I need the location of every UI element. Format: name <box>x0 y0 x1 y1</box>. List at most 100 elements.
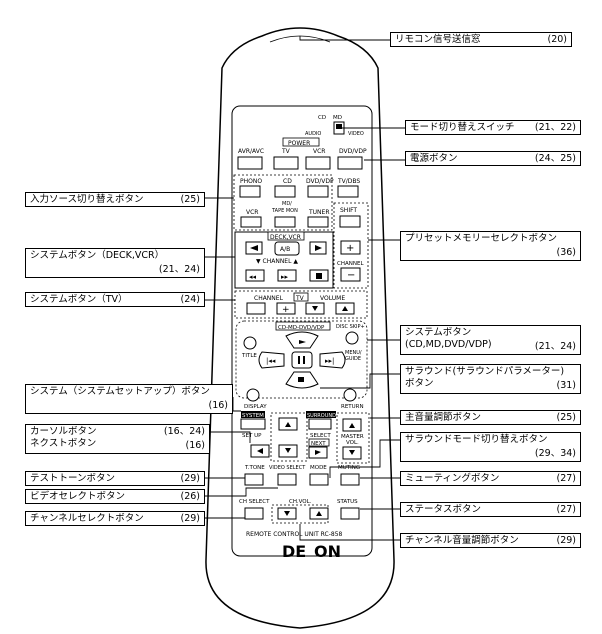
display-button[interactable] <box>246 388 260 402</box>
muting-button[interactable] <box>340 473 360 486</box>
callout-test-tone: テストトーンボタン (29) <box>25 471 205 486</box>
callout-page: (25) <box>180 194 200 205</box>
callout-text: カーソルボタン <box>30 426 97 437</box>
callout-page: (16、24) <box>163 426 205 437</box>
power-vcr-button[interactable] <box>305 156 331 170</box>
svg-text:CHANNEL: CHANNEL <box>337 261 364 267</box>
deck-vcr-label: DECK,VCR <box>270 234 301 241</box>
callout-text: システム（システムセットアップ）ボタン <box>30 386 210 397</box>
callout-page: (29) <box>180 513 200 524</box>
callout-text: チャンネルセレクトボタン <box>30 513 144 524</box>
md-switch-label: MD <box>333 115 342 121</box>
source-md-label: MD/TAPE MON <box>271 201 298 214</box>
svg-text:+: + <box>282 305 290 315</box>
brand-logo: DE <box>282 542 306 561</box>
video-select-label: VIDEO SELECT <box>269 465 306 471</box>
transport-play[interactable] <box>285 331 319 349</box>
power-avr-button[interactable] <box>237 156 263 170</box>
test-tone-button[interactable] <box>244 473 264 486</box>
power-tv-button[interactable] <box>273 156 299 170</box>
power-dvd-label: DVD/VDP <box>339 148 367 155</box>
callout-text: 電源ボタン <box>410 153 458 164</box>
source-tuner-button[interactable] <box>307 216 329 228</box>
source-md-button[interactable] <box>274 216 296 228</box>
source-dvd-button[interactable] <box>307 185 329 198</box>
callout-system-tv: システムボタン（TV）(24) <box>25 292 205 307</box>
callout-page: (21、24) <box>158 264 200 275</box>
callout-page: (29) <box>180 473 200 484</box>
video-select-button[interactable] <box>277 473 297 486</box>
select-label: SELECT <box>310 433 331 439</box>
callout-master-vol: 主音量調節ボタン(25) <box>400 410 581 425</box>
svg-text:▸▸: ▸▸ <box>281 273 289 281</box>
transport-pause[interactable] <box>291 351 313 369</box>
callout-video-select: ビデオセレクトボタン(26) <box>25 489 205 504</box>
source-phono-label: PHONO <box>240 178 262 185</box>
source-vcr-label: VCR <box>246 209 258 216</box>
callout-text: サラウンド(サラウンドパラメーター) <box>405 366 565 377</box>
callout-page: (24、25) <box>534 153 576 164</box>
transport-prev[interactable] <box>258 351 285 369</box>
ab-label: A/B <box>280 246 290 253</box>
callout-text-2: ボタン <box>405 378 434 389</box>
tv-channel-plus[interactable] <box>276 302 296 315</box>
source-tvdbs-label: TV/DBS <box>337 178 360 185</box>
svg-text:−: − <box>347 270 355 281</box>
power-label: POWER <box>288 140 310 147</box>
source-phono-button[interactable] <box>239 185 261 198</box>
system-label: SYSTEM <box>242 413 264 419</box>
button-panel <box>231 105 373 557</box>
shift-button[interactable] <box>339 215 361 228</box>
callout-text: ステータスボタン <box>405 504 482 515</box>
power-avr-label: AVR/AVC <box>238 148 264 155</box>
status-button[interactable] <box>340 507 360 520</box>
system-button[interactable] <box>240 418 266 430</box>
cd-switch-label: CD <box>318 115 326 121</box>
mode-button[interactable] <box>309 473 329 486</box>
surround-button[interactable] <box>308 418 332 430</box>
title-button[interactable] <box>243 336 257 350</box>
preset-minus-button[interactable] <box>340 267 361 282</box>
callout-cursor-next: カーソルボタン(16、24) ネクストボタン(16) <box>25 424 210 454</box>
deck-rew2-button[interactable] <box>245 269 265 282</box>
ch-vol-label: CH.VOL. <box>289 499 312 505</box>
tv-volume-label: VOLUME <box>320 295 345 302</box>
callout-text: テストトーンボタン <box>30 473 116 484</box>
callout-text: ビデオセレクトボタン <box>30 491 126 502</box>
source-vcr-button[interactable] <box>240 216 262 228</box>
display-label: DISPLAY <box>244 404 267 410</box>
callout-channel-vol: チャンネル音量調節ボタン (29) <box>400 533 581 548</box>
deck-ff-button[interactable] <box>277 269 297 282</box>
source-cd-button[interactable] <box>274 185 296 198</box>
callout-surround-param: サラウンド(サラウンドパラメーター)ボタン (31) <box>400 364 581 394</box>
power-tv-label: TV <box>281 148 291 155</box>
remote-footer: REMOTE CONTROL UNIT RC-858 <box>246 531 343 538</box>
ch-select-button[interactable] <box>244 507 264 520</box>
source-cd-label: CD <box>283 178 292 185</box>
callout-page: (27) <box>556 473 576 484</box>
callout-status: ステータスボタン(27) <box>400 502 581 517</box>
callout-input-source: 入力ソース切り替えボタン (25) <box>25 192 205 207</box>
ttone-label: T.TONE <box>244 465 265 471</box>
source-tvdbs-button[interactable] <box>337 185 359 198</box>
power-dvd-button[interactable] <box>337 156 363 170</box>
callout-text: 主音量調節ボタン <box>405 412 482 423</box>
transport-next[interactable] <box>319 351 346 369</box>
preset-plus-button[interactable] <box>340 240 361 255</box>
status-label: STATUS <box>337 499 358 505</box>
callout-text: チャンネル音量調節ボタン <box>405 535 519 546</box>
callout-page-2: (16) <box>185 440 205 451</box>
callout-text: リモコン信号送信窓 <box>395 34 481 45</box>
callout-page: (29) <box>556 535 576 546</box>
disc-skip-button[interactable] <box>345 331 359 345</box>
callout-page: (31) <box>556 380 576 391</box>
callout-text: ミューティングボタン <box>405 473 500 484</box>
return-button[interactable] <box>343 388 357 402</box>
tv-channel-minus[interactable] <box>246 302 266 315</box>
callout-page: (20) <box>547 34 567 45</box>
power-vcr-label: VCR <box>313 148 325 155</box>
deck-ab-button[interactable] <box>274 241 300 256</box>
callout-text: 入力ソース切り替えボタン <box>30 194 144 205</box>
